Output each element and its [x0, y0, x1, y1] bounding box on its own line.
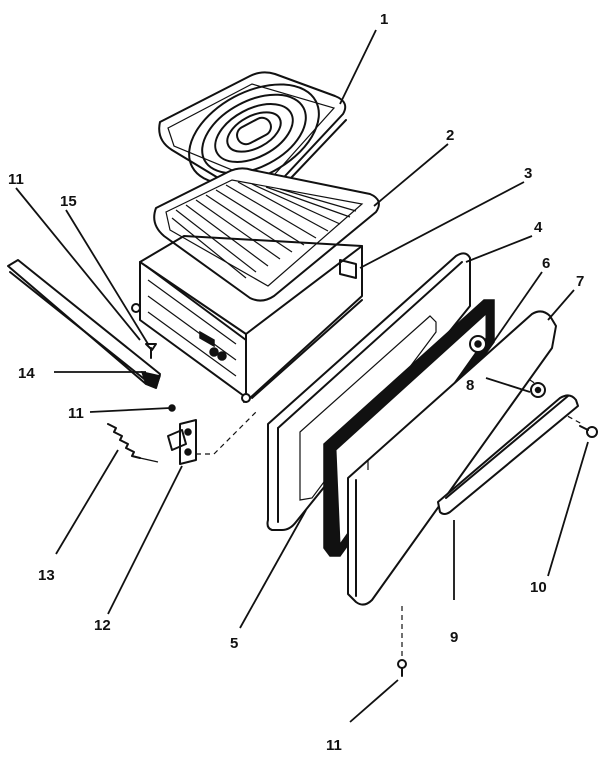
part-11-screw-bottom: [397, 659, 407, 677]
callout-10: 10: [530, 579, 547, 596]
callout-13: 13: [38, 567, 55, 584]
part-13-spring: [107, 423, 159, 463]
part-12-hinge-bracket: [167, 419, 197, 465]
callout-11-mid: 11: [68, 405, 84, 422]
part-14-slide-rail: [7, 259, 161, 389]
callout-1: 1: [380, 11, 388, 28]
callout-7: 7: [576, 273, 584, 290]
part-15-screw: [145, 343, 157, 359]
callout-labels: 1 2 3 4 5 6 7 8 9 10 11 11 11 12 13 14 1…: [8, 11, 584, 754]
callout-6: 6: [542, 255, 550, 272]
callout-3: 3: [524, 165, 532, 182]
part-2-broiler-pan: [153, 167, 380, 302]
callout-15: 15: [60, 193, 77, 210]
part-6-washer: [469, 335, 487, 353]
part-9-door-handle: [437, 394, 579, 515]
callout-12: 12: [94, 617, 111, 634]
callout-5: 5: [230, 635, 238, 652]
callout-14: 14: [18, 365, 35, 382]
part-7-door-outer-panel: [347, 310, 557, 606]
callout-2: 2: [446, 127, 454, 144]
part-3-drawer-frame: [131, 235, 363, 403]
part-10-screw: [579, 425, 598, 438]
callout-8: 8: [466, 377, 474, 394]
callout-9: 9: [450, 629, 458, 646]
part-4-door-inner-liner: [266, 252, 471, 531]
leader-lines: [15, 29, 589, 723]
callout-11-bottom: 11: [326, 737, 342, 754]
callout-4: 4: [534, 219, 543, 236]
callout-11-top: 11: [8, 171, 24, 188]
part-8-washer: [530, 382, 546, 398]
